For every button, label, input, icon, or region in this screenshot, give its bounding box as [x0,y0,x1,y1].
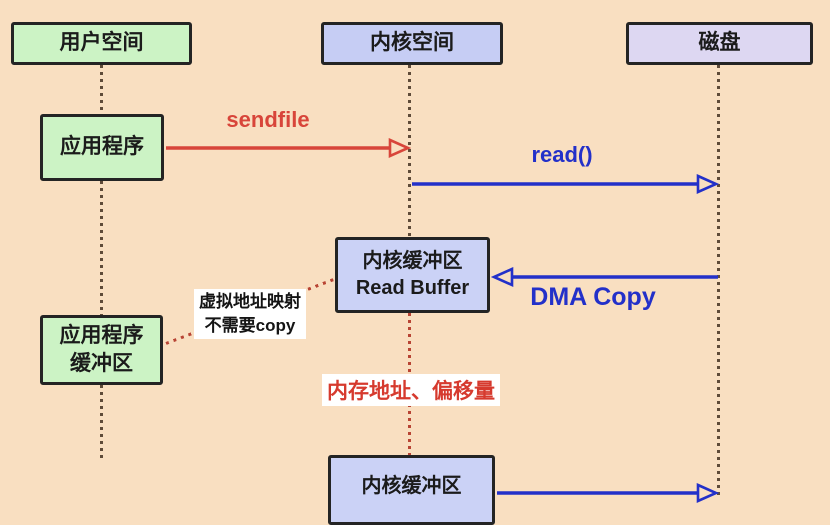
sendfile-arrow [166,137,412,159]
dma-copy-arrowhead-icon [490,266,514,288]
read-label: read() [531,142,593,167]
disk-lifeline [717,65,720,499]
kernel-lifeline-segment-1 [408,65,411,237]
kernel-buffer-bottom-label: 内核缓冲区 [361,475,462,497]
user-lifeline-segment-3 [100,385,103,461]
disk-header-label: 磁盘 [698,31,741,55]
disk-transfer-arrowhead-icon [696,482,720,504]
app-buffer-label: 应用程序 缓冲区 [60,322,144,379]
virtual-mapping-note: 虚拟地址映射 不需要copy [194,289,306,339]
virtual-mapping-note-line1: 虚拟地址映射 [199,292,301,311]
application-label: 应用程序 [60,135,144,159]
kernel-space-header-box: 内核空间 [321,22,503,65]
app-buffer-line2: 缓冲区 [70,352,133,375]
read-buffer-label: 内核缓冲区 Read Buffer [356,248,469,302]
virtual-mapping-note-line2: 不需要copy [204,315,296,335]
sendfile-label: sendfile [226,107,310,132]
app-buffer-line1: 应用程序 [59,323,144,347]
user-space-header-label: 用户空间 [59,31,144,55]
read-arrowhead-icon [696,173,720,195]
sendfile-flow-diagram: 用户空间 内核空间 磁盘 应用程序 应用程序 缓冲区 内核缓冲区 Read Bu… [11,22,813,525]
disk-transfer-arrow [497,482,720,504]
dma-copy-arrow [490,266,718,288]
dma-copy-label: DMA Copy [530,283,656,311]
user-space-header-box: 用户空间 [11,22,192,65]
user-lifeline-segment-2 [100,181,103,315]
app-buffer-box: 应用程序 缓冲区 [40,315,163,385]
disk-header-box: 磁盘 [626,22,813,65]
read-buffer-box: 内核缓冲区 Read Buffer [335,237,490,313]
kernel-space-header-label: 内核空间 [370,31,454,55]
memory-offset-note: 内存地址、偏移量 [322,374,500,406]
kernel-buffer-bottom-box: 内核缓冲区 [328,455,495,525]
user-lifeline-segment-1 [100,65,103,115]
application-box: 应用程序 [40,114,164,181]
read-buffer-line1: 内核缓冲区 [362,250,463,272]
read-buffer-line2: Read Buffer [355,277,470,299]
sendfile-arrowhead-icon [388,137,412,159]
read-arrow [412,173,720,195]
